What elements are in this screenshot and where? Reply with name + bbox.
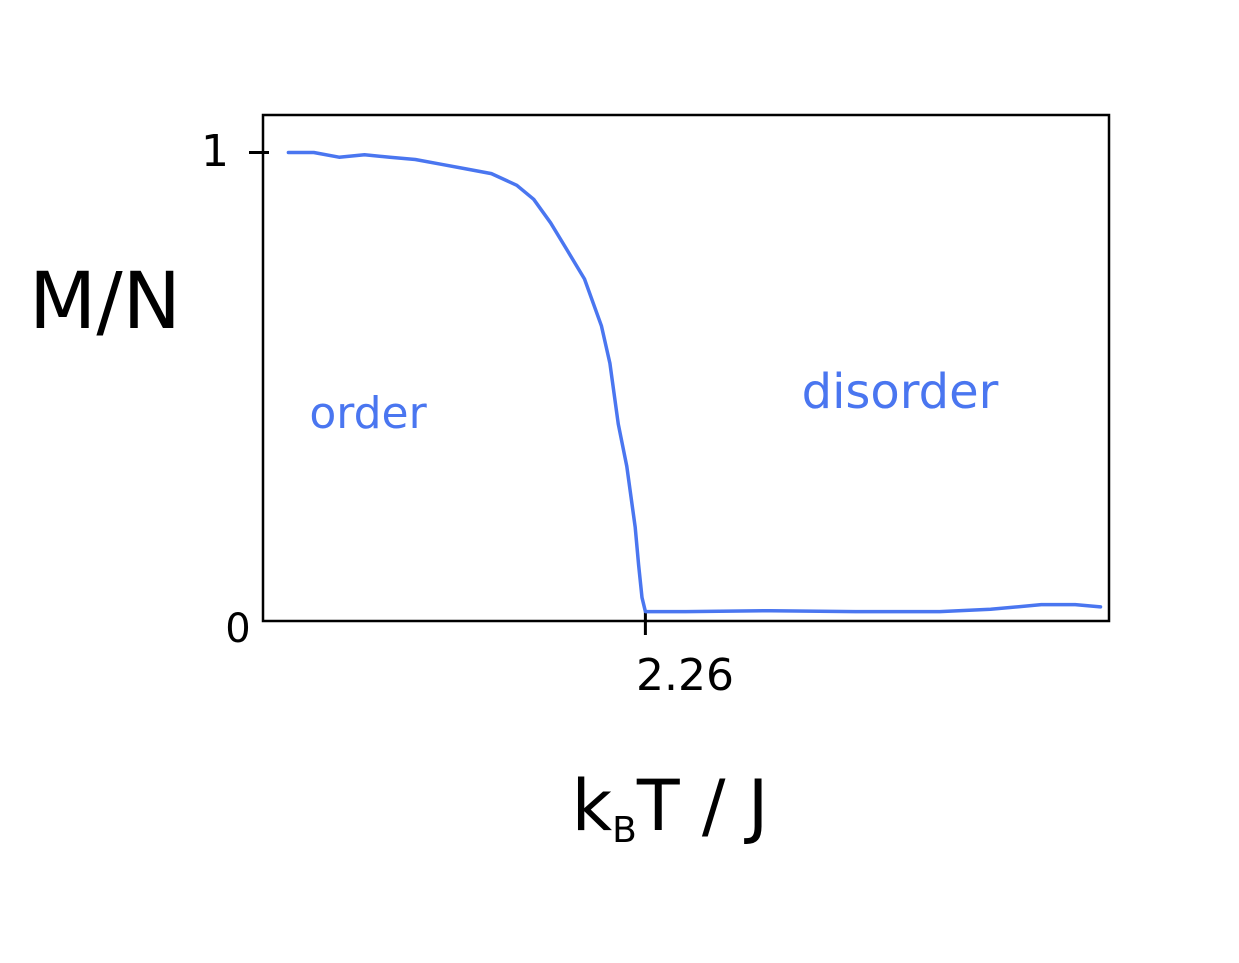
y-axis-label: M/N [29, 257, 181, 347]
tick-marks [249, 150, 647, 635]
x-tick-label-2-26: 2.26 [636, 650, 734, 701]
magnetization-curve [286, 150, 1103, 614]
annotation-order: order [309, 388, 427, 439]
y-tick-label-1: 1 [201, 126, 229, 177]
x-axis-label-subscript: B [612, 810, 637, 851]
plot-frame [261, 113, 1111, 623]
x-axis-label-k: k [572, 765, 613, 847]
annotation-disorder: disorder [802, 364, 999, 420]
x-axis-label: kBT / J [572, 765, 769, 851]
plot-area [249, 113, 1111, 635]
y-tick-label-0: 0 [225, 606, 250, 652]
x-axis-label-rest: T / J [636, 765, 769, 847]
